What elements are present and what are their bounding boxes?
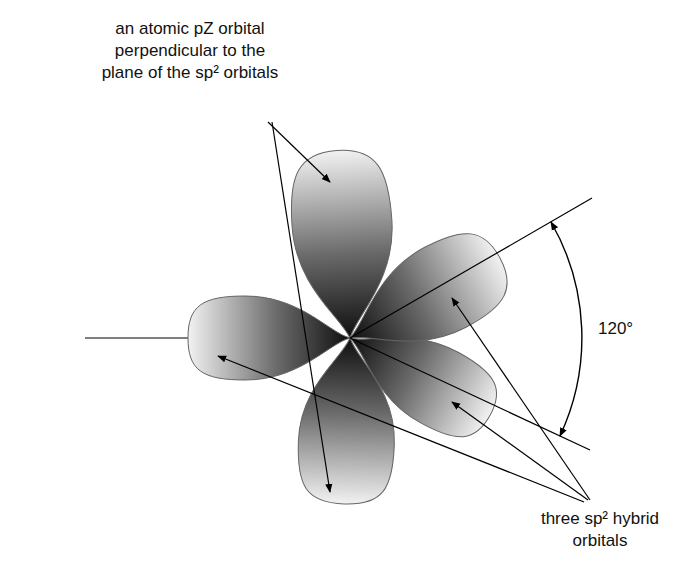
leader-line: [452, 402, 588, 500]
angle-label: 120°: [598, 318, 658, 340]
leader-line: [452, 298, 590, 500]
sp2-lobe-left: [188, 296, 350, 380]
angle-line: [350, 198, 592, 338]
angle-line: [350, 338, 590, 450]
leader-line: [218, 356, 584, 502]
sp2-lobe-upper-right: [329, 218, 521, 377]
callout-label: an atomic pZ orbital perpendicular to th…: [100, 18, 280, 84]
leader-line: [272, 122, 330, 492]
angle-arc: [551, 222, 582, 436]
callout-label: three sp² hybrid orbitals: [536, 508, 664, 552]
